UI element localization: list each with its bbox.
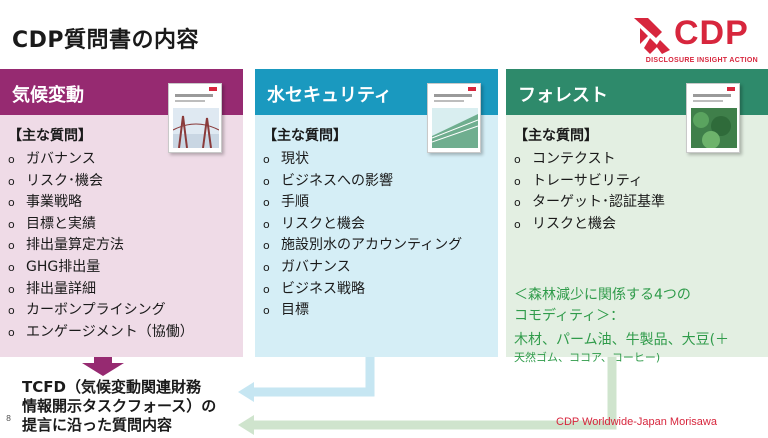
down-arrow-icon [82,357,124,376]
page-number: 8 [6,414,12,423]
bullet-icon: o [8,304,15,318]
climate-change-body [0,115,243,357]
forest-section-label: 【主な質問】 [514,128,598,144]
forest-commodity-list: 木材、パーム油、牛製品、大豆(＋ 天然ゴム、ココア、コーヒー) [514,332,730,364]
cdp-logo-mark-icon [634,18,670,54]
forest-title: フォレスト [518,85,608,106]
climate-section-label: 【主な質問】 [8,128,92,144]
bullet-icon: o [8,217,15,231]
bullet-icon: o [8,153,15,166]
page-title: CDP質問書の内容 [12,28,200,53]
water-section-label: 【主な質問】 [263,128,347,144]
cdp-logo-tagline: DISCLOSURE INSIGHT ACTION [645,57,758,64]
bullet-icon: o [514,153,521,166]
bullet-icon: o [8,282,15,296]
cdp-logo-text: CDP [674,14,749,52]
bullet-icon: o [263,260,270,274]
bullet-icon: o [263,153,270,166]
credit-text: CDP Worldwide-Japan Morisawa [556,416,717,428]
bullet-icon: o [8,325,15,339]
bullet-icon: o [514,174,521,188]
bullet-icon: o [514,217,521,231]
bullet-icon: o [514,196,521,210]
water-security-body [255,115,498,357]
water-report-cover-image [427,83,481,153]
bullet-icon: o [263,239,270,253]
forest-to-tcfd-arrow-icon [252,357,617,430]
tcfd-note: TCFD（気候変動関連財務 情報開示タスクフォース）の 提言に沿った質問内容 [22,378,217,434]
bullet-icon: o [8,196,15,210]
bullet-icon: o [8,260,15,274]
forest-commodity-note: ＜森林減少に関係する4つの コモディティ＞： [514,287,691,324]
forest-body [506,115,768,357]
bullet-icon: o [263,282,270,296]
water-to-tcfd-arrow-icon [252,357,375,397]
cdp-logo: CDP DISCLOSURE INSIGHT ACTION [620,12,758,68]
bullet-icon: o [8,239,15,253]
bullet-icon: o [263,304,270,318]
bullet-icon: o [8,174,15,188]
bullet-icon: o [263,217,270,231]
water-security-title: 水セキュリティ [267,85,392,106]
bullet-icon: o [263,174,270,188]
climate-report-cover-image [168,83,222,153]
climate-change-title: 気候変動 [12,85,84,106]
bullet-icon: o [263,196,270,210]
forest-report-cover-image [686,83,740,153]
